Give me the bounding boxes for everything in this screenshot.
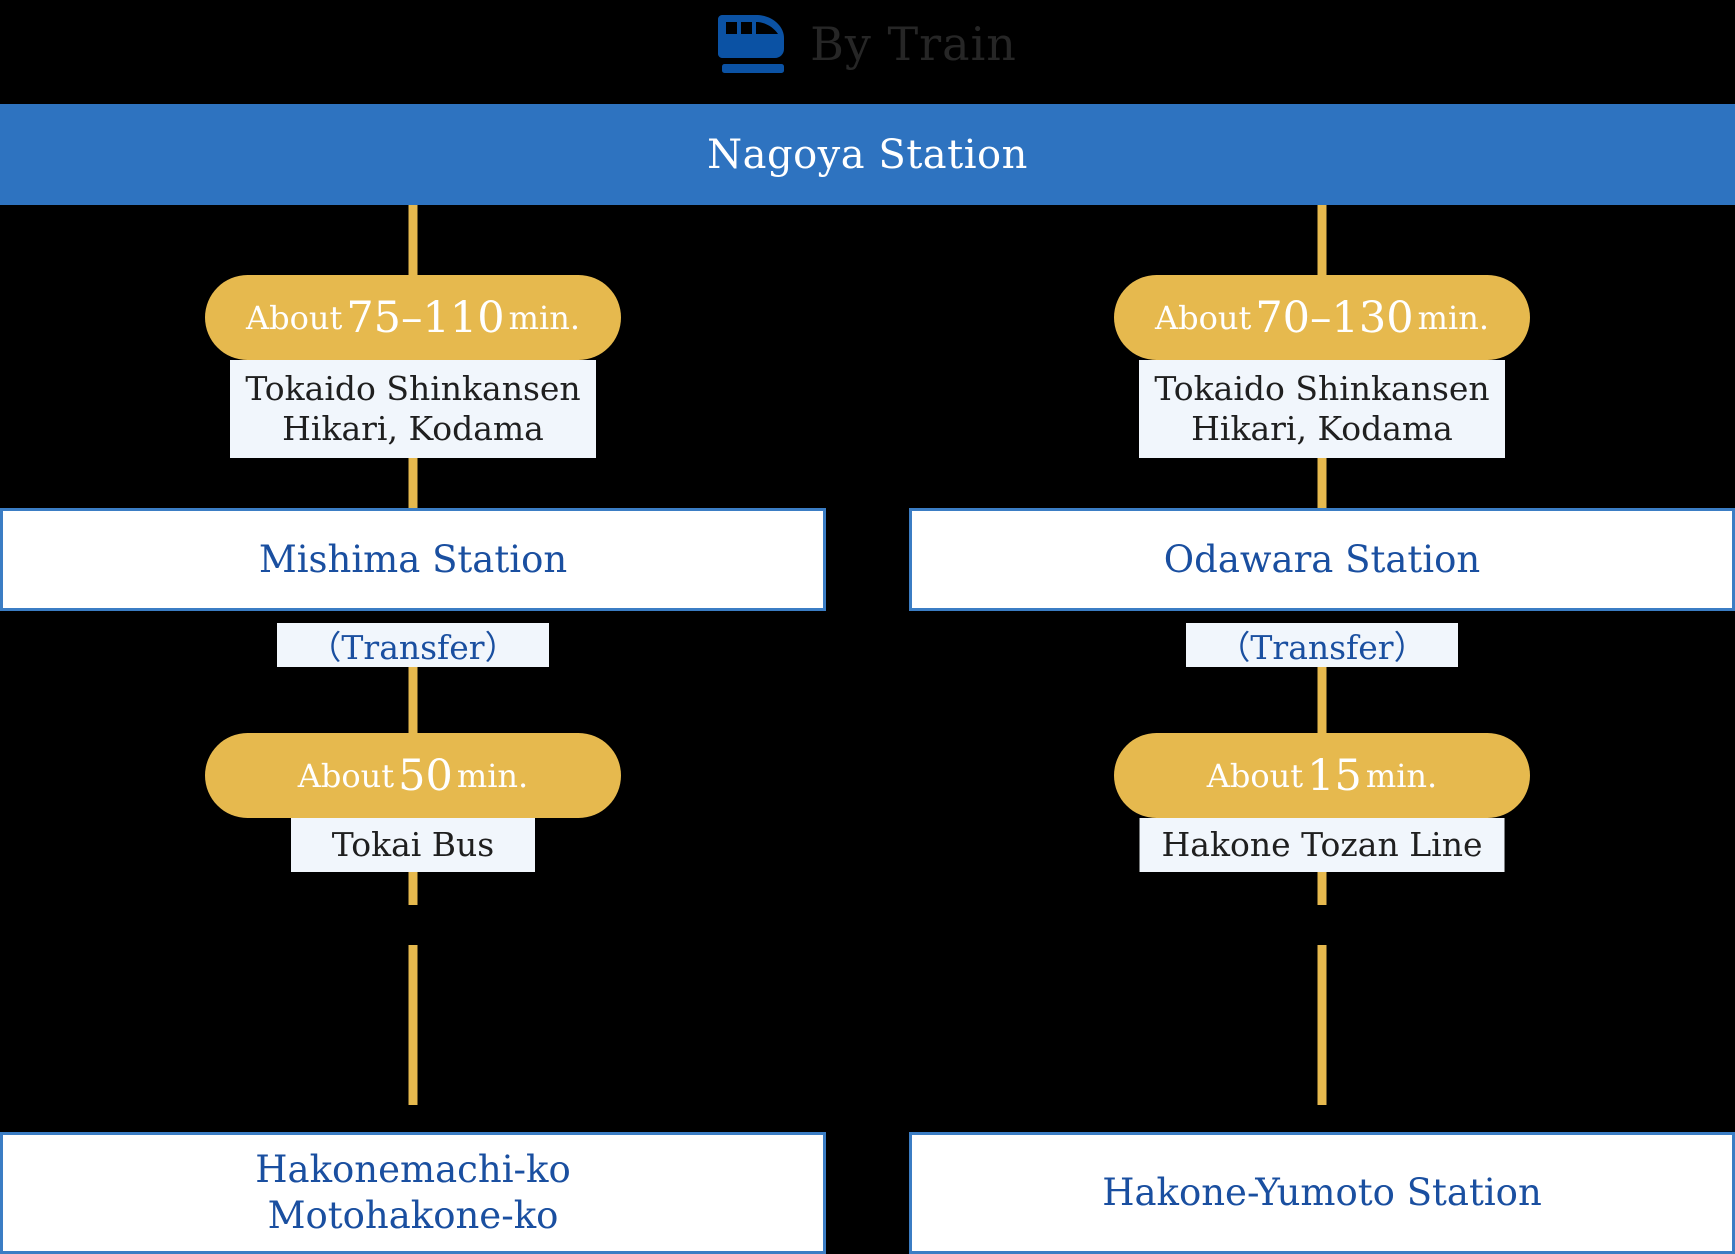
line-name-leg1: Tokaido Shinkansen Hikari, Kodama <box>230 360 596 458</box>
line-name-leg2: Tokai Bus <box>291 818 535 872</box>
route-mishima: About 75–110 min. Tokaido Shinkansen Hik… <box>0 205 826 1254</box>
duration-value: 70–130 <box>1255 292 1414 343</box>
line-name-primary: Tokai Bus <box>331 824 495 864</box>
route-odawara: About 70–130 min. Tokaido Shinkansen Hik… <box>909 205 1735 1254</box>
connector-line <box>408 205 418 295</box>
duration-unit: min. <box>456 756 529 795</box>
transfer-text: （Transfer） <box>308 628 518 667</box>
station-name: Mishima Station <box>258 537 568 581</box>
page-title: By Train <box>810 17 1017 71</box>
line-name-primary: Tokaido Shinkansen <box>1154 368 1490 408</box>
duration-unit: min. <box>1417 298 1489 337</box>
duration-prefix: About <box>1155 298 1252 337</box>
line-name-leg2: Hakone Tozan Line <box>1139 818 1505 872</box>
duration-badge-leg2: About 15 min. <box>1114 733 1530 818</box>
train-icon <box>718 13 788 75</box>
line-name-leg1: Tokaido Shinkansen Hikari, Kodama <box>1139 360 1505 458</box>
station-name: Odawara Station <box>1163 537 1481 581</box>
origin-station-label: Nagoya Station <box>707 131 1028 178</box>
duration-value: 75–110 <box>346 292 505 343</box>
line-name-primary: Tokaido Shinkansen <box>245 368 581 408</box>
connector-line <box>1317 650 1327 770</box>
diagram-title-row: By Train <box>0 2 1735 86</box>
station-box-mid[interactable]: Odawara Station <box>909 508 1735 611</box>
connector-line <box>1317 945 1327 1105</box>
duration-prefix: About <box>1206 756 1304 795</box>
duration-unit: min. <box>1365 756 1438 795</box>
origin-station-bar: Nagoya Station <box>0 104 1735 205</box>
route-columns: About 75–110 min. Tokaido Shinkansen Hik… <box>0 205 1735 1254</box>
station-name: Hakone-Yumoto Station <box>1102 1171 1542 1215</box>
connector-line <box>408 945 418 1105</box>
line-name-secondary: Hikari, Kodama <box>1191 409 1453 448</box>
station-name: Hakonemachi-ko <box>255 1148 571 1192</box>
duration-unit: min. <box>508 298 580 337</box>
station-box-mid[interactable]: Mishima Station <box>0 508 826 611</box>
duration-value: 50 <box>398 750 453 801</box>
duration-badge-leg2: About 50 min. <box>205 733 621 818</box>
duration-badge-leg1: About 70–130 min. <box>1114 275 1530 360</box>
duration-value: 15 <box>1307 750 1362 801</box>
transfer-label: （Transfer） <box>1186 623 1458 667</box>
duration-badge-leg1: About 75–110 min. <box>205 275 621 360</box>
duration-prefix: About <box>246 298 343 337</box>
station-name-alt: Motohakone-ko <box>267 1194 559 1237</box>
transfer-label: （Transfer） <box>277 623 549 667</box>
station-box-end[interactable]: Hakone-Yumoto Station <box>909 1132 1735 1254</box>
line-name-secondary: Hikari, Kodama <box>282 409 544 448</box>
connector-line <box>1317 205 1327 295</box>
duration-prefix: About <box>297 756 395 795</box>
connector-line <box>408 650 418 770</box>
line-name-primary: Hakone Tozan Line <box>1161 824 1483 864</box>
transfer-text: （Transfer） <box>1217 628 1427 667</box>
station-box-end[interactable]: Hakonemachi-ko Motohakone-ko <box>0 1132 826 1254</box>
